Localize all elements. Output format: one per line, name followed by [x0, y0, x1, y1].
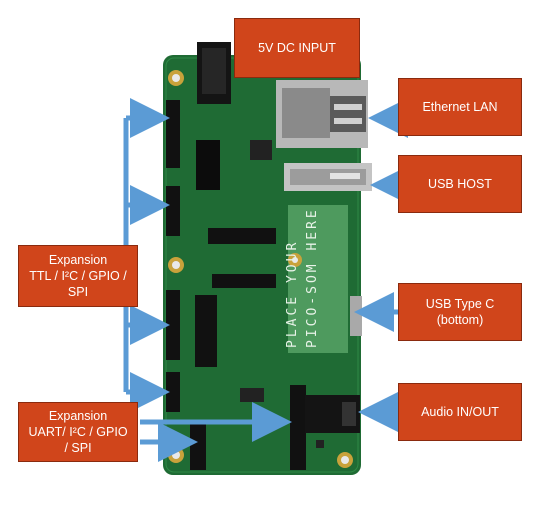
callout-usb-c: USB Type C (bottom): [398, 283, 522, 341]
som-area: [288, 205, 348, 353]
callout-exp-left-line3: SPI: [67, 285, 89, 299]
callout-audio: Audio IN/OUT: [398, 383, 522, 441]
callout-usb-host: USB HOST: [398, 155, 522, 213]
callout-expansion-left: Expansion TTL / I²C / GPIO / SPI: [18, 245, 138, 307]
callout-usb-c-line2: (bottom): [436, 313, 484, 327]
callout-ethernet-label: Ethernet LAN: [422, 100, 498, 114]
callout-exp-left-line2: TTL / I²C / GPIO /: [29, 269, 127, 283]
callout-audio-label: Audio IN/OUT: [421, 405, 499, 419]
callout-dc-input: 5V DC INPUT: [234, 18, 360, 78]
pcb-board: PLACE YOUR PICO-SOM HERE: [163, 42, 372, 475]
silkscreen-line2: PICO-SOM HERE: [305, 207, 320, 348]
callout-exp-left-line1: Expansion: [48, 253, 108, 267]
usb-host-port: [284, 163, 372, 191]
callout-exp-bottom-line1: Expansion: [48, 409, 108, 423]
callout-exp-bottom-line2: UART/ I²C / GPIO: [28, 425, 128, 439]
callout-usb-c-line1: USB Type C: [425, 297, 495, 311]
callout-expansion-bottom: Expansion UART/ I²C / GPIO / SPI: [18, 402, 138, 462]
callout-ethernet: Ethernet LAN: [398, 78, 522, 136]
callout-exp-bottom-line3: / SPI: [64, 441, 92, 455]
silkscreen-line1: PLACE YOUR: [285, 240, 300, 348]
callout-dc-input-label: 5V DC INPUT: [258, 41, 336, 55]
audio-jack: [305, 395, 360, 433]
callout-usb-host-label: USB HOST: [428, 177, 492, 191]
dc-jack: [197, 42, 231, 104]
ethernet-jack: [276, 80, 368, 148]
